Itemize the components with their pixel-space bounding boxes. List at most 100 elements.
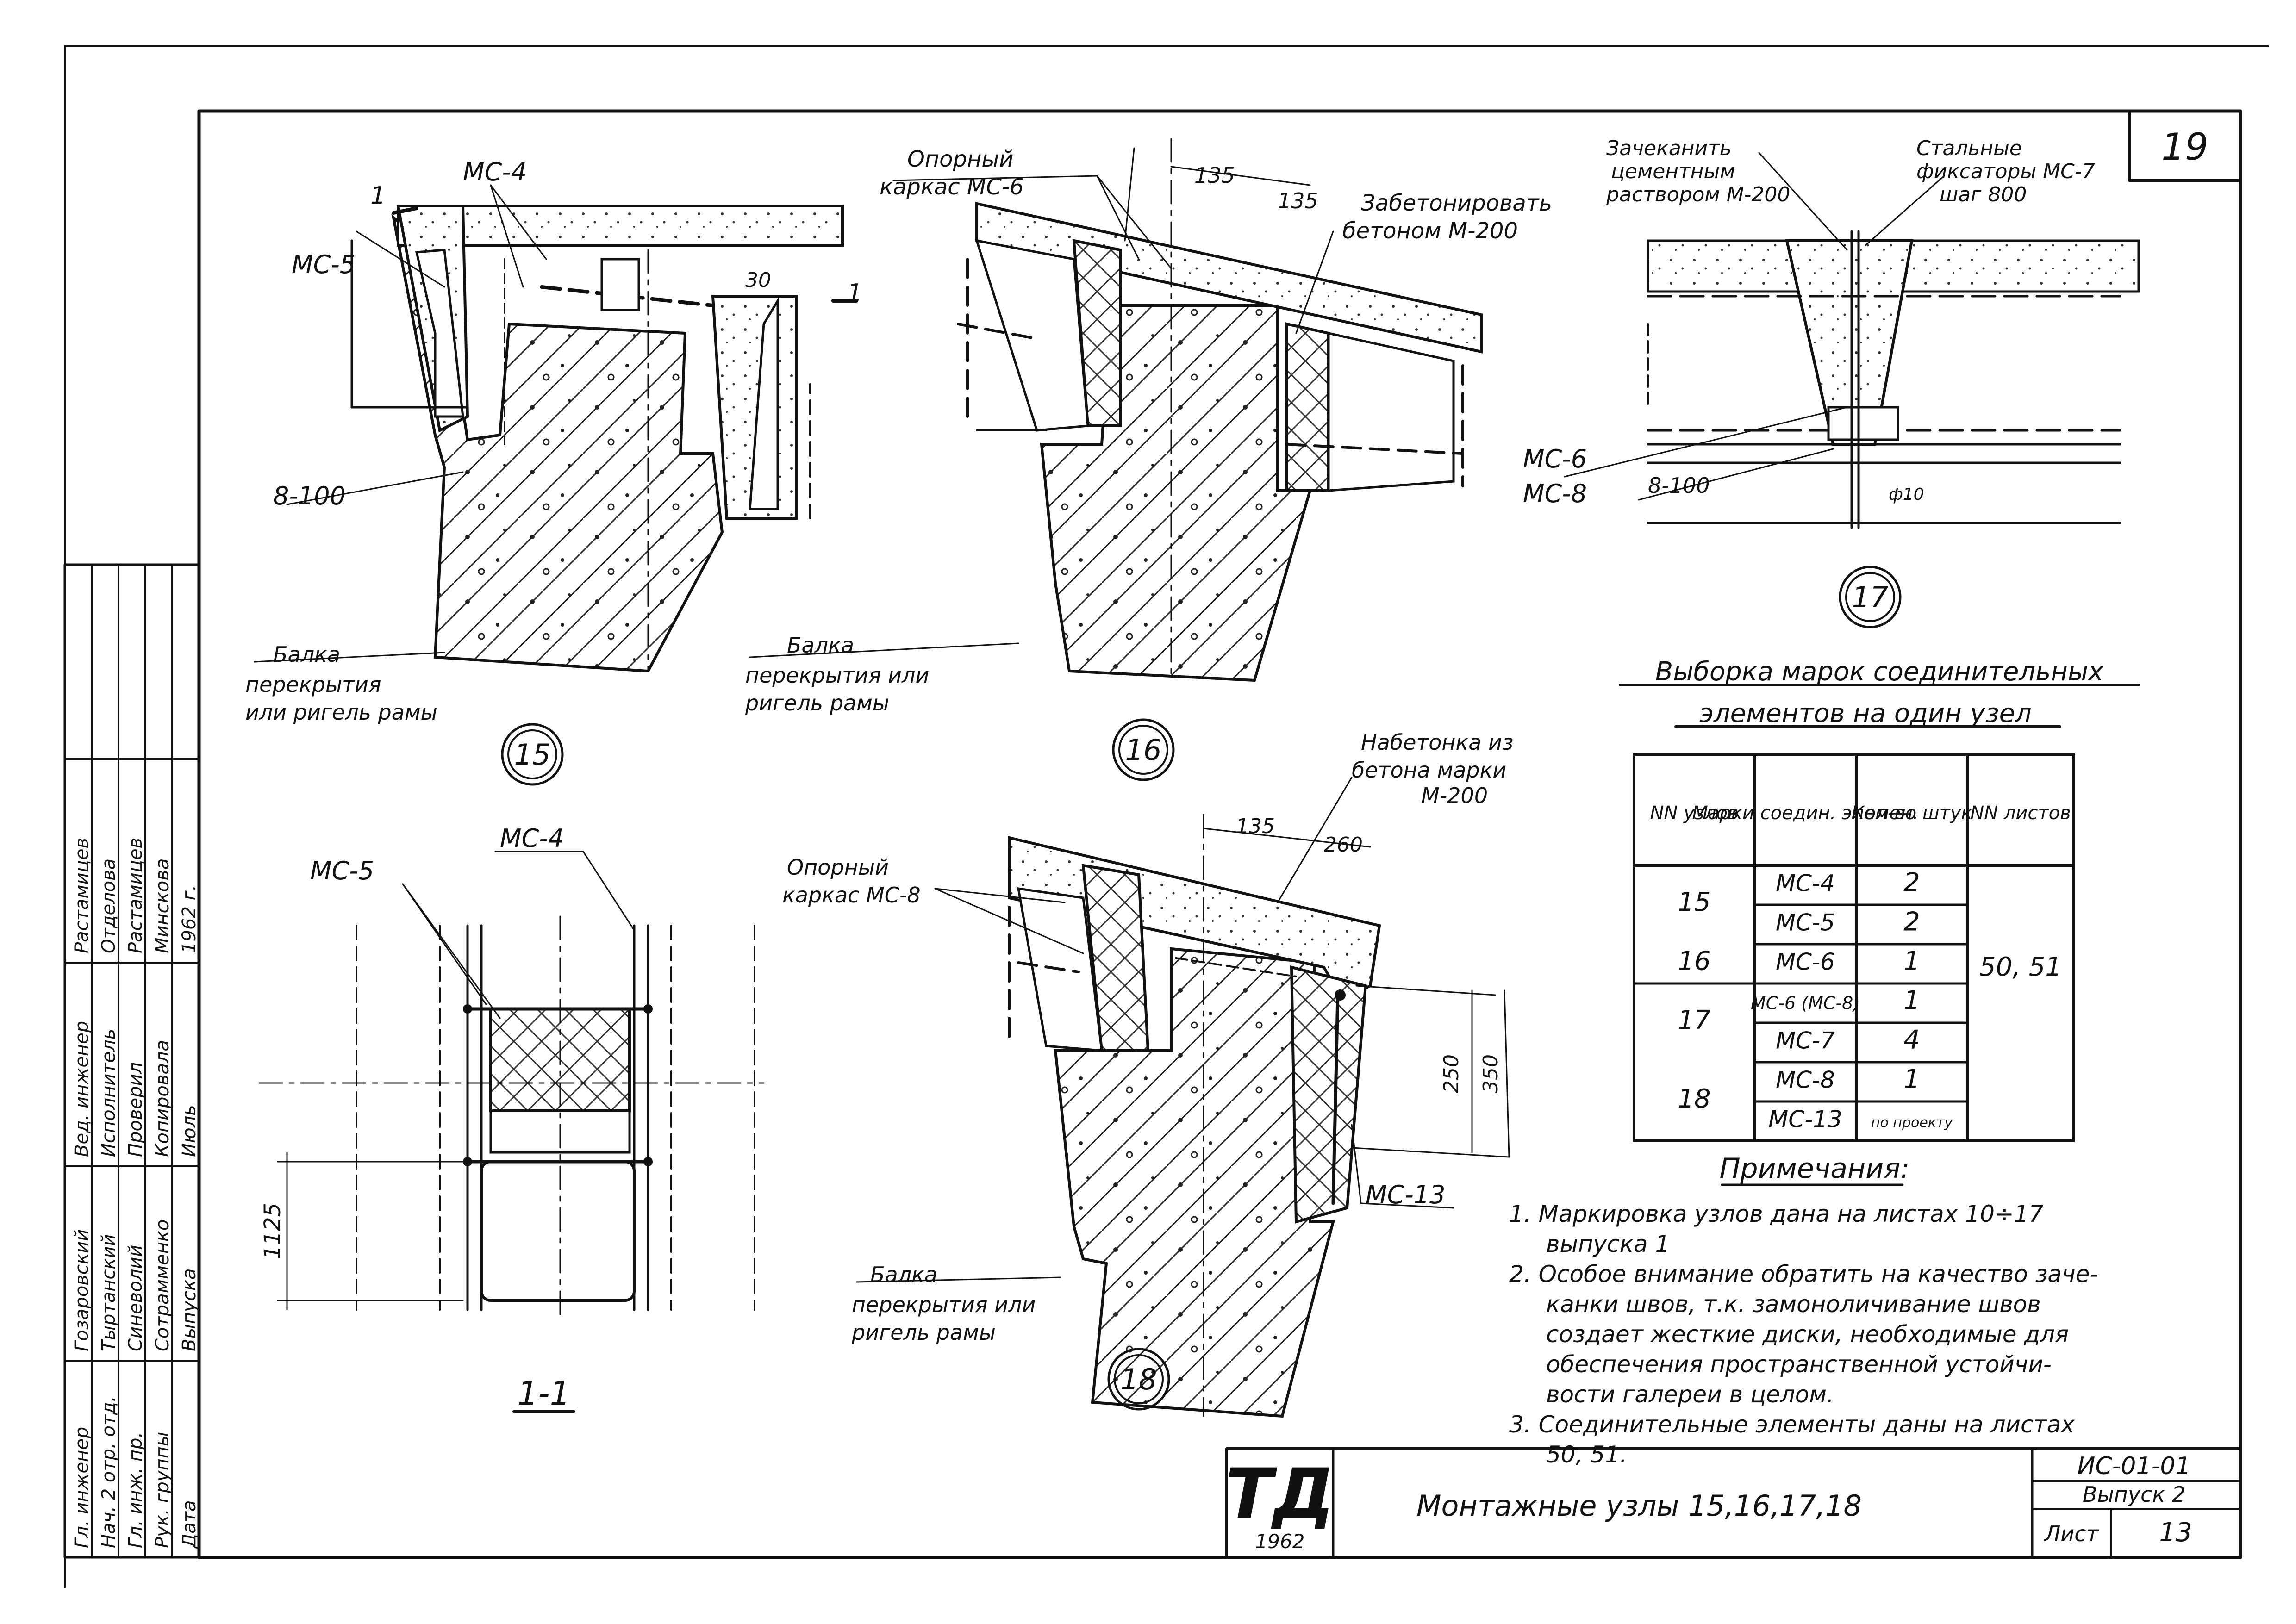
node16-beam-line1: Балка <box>787 633 854 658</box>
node16-number: 16 <box>1125 733 1162 767</box>
table-mark: МС-8 <box>1776 1066 1835 1093</box>
node15-beam-line1: Балка <box>273 642 340 667</box>
node15-beam-line2: перекрытия <box>245 672 381 697</box>
node18-beam-line2: перекрытия или <box>852 1292 1036 1317</box>
node17-mc8: МС-8 <box>1523 479 1587 508</box>
notes: 1. Маркировка узлов дана на листах 10÷17… <box>1509 1201 2098 1468</box>
node-15-drawing <box>254 184 858 786</box>
node15-label-mc5: МС-5 <box>292 250 356 279</box>
node17-weld: 8-100 <box>1648 473 1710 498</box>
section11-dim-1125: 1125 <box>260 1203 286 1259</box>
node15-number: 15 <box>514 738 551 772</box>
node18-beam-line3: ригель рамы <box>851 1320 996 1345</box>
sheet-issue: Выпуск 2 <box>2083 1482 2185 1507</box>
node18-number: 18 <box>1121 1363 1157 1396</box>
sheet-label: Лист <box>2044 1521 2099 1546</box>
node17-rod: ф10 <box>1889 485 1924 504</box>
node16-beam-line3: ригель рамы <box>745 691 889 716</box>
note-line: 1. Маркировка узлов дана на листах 10÷17 <box>1509 1201 2044 1227</box>
title-block <box>63 563 200 1559</box>
table-mark: МС-6 (МС-8) <box>1751 993 1860 1013</box>
node18-support-line2: каркас МС-8 <box>782 883 921 908</box>
title-block-cell: Проверил <box>125 1062 146 1157</box>
sheet-number: 13 <box>2159 1518 2192 1548</box>
node18-mc13: МС-13 <box>1366 1180 1446 1209</box>
node18-concrete-line3: М-200 <box>1421 783 1488 808</box>
node17-caulk-line1: Зачеканить <box>1606 137 1732 160</box>
table-sheets: 50, 51 <box>1979 952 2062 982</box>
logo: ТД <box>1225 1454 1335 1535</box>
table-mark: МС-4 <box>1776 870 1835 896</box>
section-1-1-drawing <box>258 851 765 1413</box>
node17-number: 17 <box>1852 580 1889 614</box>
node18-dim-260: 260 <box>1324 833 1363 857</box>
node16-dim2: 135 <box>1278 188 1318 213</box>
note-line: создает жесткие диски, необходимые для <box>1546 1321 2069 1348</box>
node18-dim-250: 250 <box>1440 1054 1463 1093</box>
node18-support-line1: Опорный <box>787 855 889 880</box>
note-line: выпуска 1 <box>1546 1231 1670 1257</box>
table-mark: МС-6 <box>1776 948 1835 975</box>
section11-title: 1-1 <box>518 1375 570 1412</box>
logo-year: 1962 <box>1255 1530 1305 1553</box>
stamp <box>1225 1447 2242 1559</box>
table-header: NN узлов <box>1650 803 1738 824</box>
node15-weld: 8-100 <box>273 481 346 510</box>
title-block-cell: Отделова <box>98 859 119 953</box>
title-block-cell: Копировала <box>152 1040 173 1157</box>
title-block-cell: Растамицев <box>125 838 146 953</box>
section11-mc5: МС-5 <box>310 856 374 885</box>
node15-cut-left: 1 <box>370 182 386 210</box>
node15-cut-right: 1 <box>847 279 862 307</box>
title-block-cell: Рук. группы <box>152 1432 173 1548</box>
note-line: 3. Соединительные элементы даны на листа… <box>1509 1411 2075 1438</box>
table-mark: МС-7 <box>1776 1027 1835 1054</box>
node17-fix-line1: Стальные <box>1916 137 2022 160</box>
title-block-cell: Гл. инж. пр. <box>125 1432 146 1548</box>
table-mark: МС-5 <box>1776 909 1835 936</box>
table-qty: 1 <box>1903 1064 1920 1094</box>
node15-label-mc4: МС-4 <box>463 157 527 187</box>
title-block-cell: Исполнитель <box>98 1029 119 1157</box>
table-header: NN листов <box>1970 803 2071 824</box>
title-block-cell: Гл. инженер <box>71 1427 93 1548</box>
selection-table-title <box>1619 684 2140 728</box>
table-node: 16 <box>1678 946 1710 976</box>
node15-beam-line3: или ригель рамы <box>245 700 437 725</box>
node18-beam-line1: Балка <box>870 1262 937 1287</box>
title-block-cell: Дата <box>179 1500 200 1549</box>
title-block-cell: Нач. 2 отр. отд. <box>98 1396 119 1548</box>
table-qty: 4 <box>1903 1025 1920 1055</box>
section11-mc4: МС-4 <box>500 824 564 853</box>
title-block-cell: Гозаровский <box>71 1229 93 1351</box>
table-qty: 2 <box>1903 907 1920 937</box>
node17-fix-line3: шаг 800 <box>1940 183 2027 206</box>
table-title-line2: элементов на один узел <box>1699 698 2032 728</box>
node16-concrete-line1: Забетонировать <box>1361 190 1552 216</box>
table-header: Марки соедин. элемен. <box>1692 803 1918 824</box>
node17-mc6: МС-6 <box>1523 444 1587 473</box>
sheet-corner-number: 19 <box>2161 125 2209 168</box>
title-block-cell: Сотрамменко <box>152 1220 173 1351</box>
title-block-cell: Минскова <box>152 859 173 953</box>
node-16-drawing <box>749 138 1483 781</box>
title-block-cell: Выпуска <box>179 1268 200 1351</box>
table-node: 17 <box>1678 1005 1711 1035</box>
note-line: вости галереи в целом. <box>1546 1381 1834 1408</box>
node16-concrete-line2: бетоном М-200 <box>1342 218 1518 244</box>
node18-concrete-line1: Набетонка из <box>1361 730 1513 755</box>
title-block-cell: 1962 г. <box>179 885 200 953</box>
sheet-code: ИС-01-01 <box>2077 1452 2190 1480</box>
node-17-drawing <box>1564 152 2140 628</box>
table-qty: 1 <box>1903 946 1920 976</box>
notes-title: Примечания: <box>1719 1152 1909 1185</box>
node17-caulk-line2: цементным <box>1611 160 1735 183</box>
node18-dim-350: 350 <box>1479 1054 1503 1093</box>
node16-dim1: 135 <box>1194 163 1235 188</box>
title-block-cell: Синеволий <box>125 1245 146 1351</box>
node16-support-line2: каркас МС-6 <box>880 174 1024 200</box>
table-title-line1: Выборка марок соединительных <box>1655 657 2104 687</box>
title-block-cell: Июль <box>179 1105 200 1157</box>
